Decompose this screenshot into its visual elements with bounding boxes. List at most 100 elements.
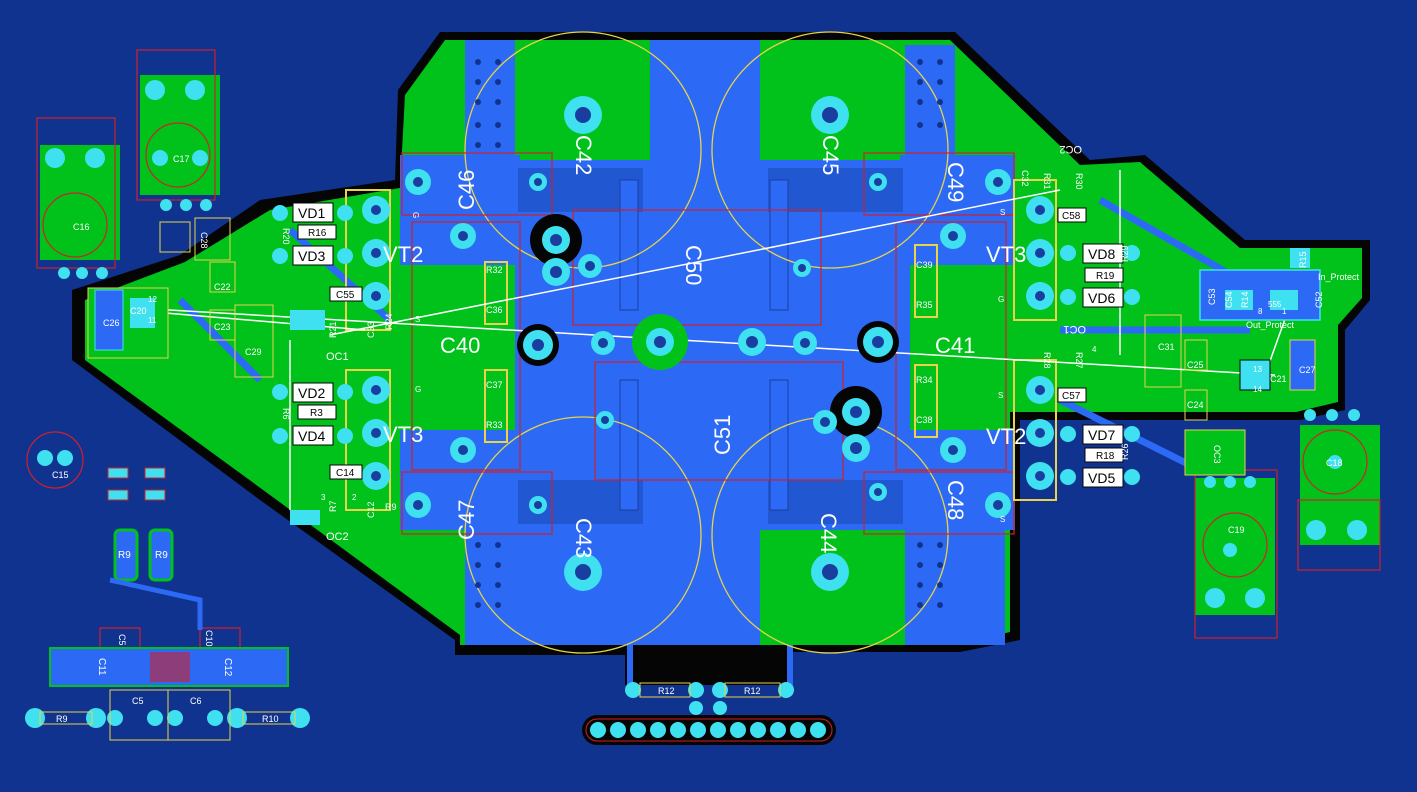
pin-n555: 555 — [1268, 300, 1282, 309]
pin-n13: 13 — [1253, 365, 1262, 374]
label-c31: C31 — [1158, 342, 1175, 352]
label-c50: C50 — [681, 245, 706, 285]
label-c23: C23 — [214, 322, 231, 332]
label-r10: R10 — [262, 714, 279, 724]
pin-labels: G S G S G S S 8 1 555 12 11 13 14 3 2 4 — [148, 208, 1287, 524]
label-c11: C11 — [96, 658, 107, 676]
label-r12-a: R12 — [658, 686, 675, 696]
large-pads — [405, 96, 1011, 591]
label-oc2-left: OC2 — [326, 531, 349, 543]
label-c12-b: C12 — [222, 658, 233, 677]
label-c20: C20 — [130, 306, 147, 316]
label-r35: R35 — [916, 300, 933, 310]
label-c19: C19 — [1228, 525, 1245, 535]
label-r20: R20 — [281, 228, 291, 245]
label-c43: C43 — [571, 518, 596, 558]
label-c18: C18 — [1326, 458, 1343, 468]
label-c29: C29 — [245, 347, 262, 357]
label-c17: C17 — [173, 154, 190, 164]
label-c52: C52 — [1314, 291, 1324, 308]
label-r21: R21 — [328, 321, 338, 338]
label-c22: C22 — [214, 282, 231, 292]
label-c25: C25 — [1187, 360, 1204, 370]
label-c47: C47 — [454, 500, 479, 540]
label-r12-b: R12 — [744, 686, 761, 696]
label-r33: R33 — [486, 420, 503, 430]
big-labels: C42 C45 C46 C49 C50 C51 C43 C44 C47 C48 … — [383, 135, 1026, 558]
pin-n8: 8 — [1258, 307, 1263, 316]
smd-section — [39, 467, 781, 741]
label-c24: C24 — [1187, 400, 1204, 410]
label-vd2: VD2 — [298, 385, 325, 401]
pin-s-2: S — [1000, 208, 1005, 217]
label-r15: R15 — [1298, 251, 1308, 268]
label-c45: C45 — [818, 135, 843, 175]
label-c28: C28 — [199, 232, 209, 249]
label-c48: C48 — [943, 480, 968, 520]
label-vd8: VD8 — [1088, 246, 1115, 262]
label-r7: R7 — [328, 500, 338, 512]
label-r6: R6 — [281, 408, 291, 420]
label-c39: C39 — [916, 260, 933, 270]
label-c54: C54 — [1224, 291, 1234, 308]
label-r3: R3 — [310, 408, 323, 419]
label-vd3: VD3 — [298, 248, 325, 264]
label-c15: C15 — [52, 470, 69, 480]
pin-n14: 14 — [1253, 385, 1262, 394]
label-c5-a: C5 — [117, 634, 127, 646]
label-c40: C40 — [440, 333, 480, 358]
label-c36: C36 — [486, 305, 503, 315]
label-c10: C10 — [204, 630, 214, 647]
label-c44: C44 — [816, 513, 841, 553]
label-r27: R27 — [1074, 352, 1084, 369]
pin-n3: 3 — [321, 493, 326, 502]
white-small-labels: R32 C36 C37 R33 C39 R35 R34 C38 OC1 OC2 … — [52, 143, 1360, 724]
label-c6: C6 — [190, 696, 202, 706]
label-r32: R32 — [486, 265, 503, 275]
label-c27: C27 — [1299, 365, 1316, 375]
pin-n1: 1 — [1282, 307, 1287, 316]
label-vd5: VD5 — [1088, 470, 1115, 486]
label-vt3-right: VT3 — [986, 242, 1026, 267]
label-r24: R24 — [384, 313, 394, 330]
pin-g-1: G — [411, 212, 420, 218]
label-vt3-left: VT3 — [383, 422, 423, 447]
label-c41: C41 — [935, 333, 975, 358]
label-boxes — [292, 202, 1124, 488]
label-r16: R16 — [308, 228, 327, 239]
label-vt2-right: VT2 — [986, 424, 1026, 449]
label-r26: R26 — [1120, 443, 1130, 460]
via-grids — [475, 59, 943, 608]
label-c42: C42 — [571, 135, 596, 175]
label-c5-b: C5 — [132, 696, 144, 706]
small-capacitor-outlines — [26, 122, 1368, 578]
label-c51: C51 — [710, 415, 735, 455]
label-r34: R34 — [916, 375, 933, 385]
label-r18: R18 — [1096, 451, 1115, 462]
small-box-labels: R16 R3 R19 R18 C55 C14 C58 C57 — [308, 211, 1115, 479]
label-vd6: VD6 — [1088, 290, 1115, 306]
label-c46: C46 — [454, 170, 479, 210]
label-c58: C58 — [1062, 211, 1081, 222]
header-connector — [582, 715, 836, 745]
label-r14: R14 — [1240, 291, 1250, 308]
label-in-protect: In_Protect — [1318, 272, 1360, 282]
label-vd4: VD4 — [298, 428, 325, 444]
label-r9-small: R9 — [385, 502, 397, 512]
label-r31: R31 — [1042, 173, 1052, 190]
label-oc1-left: OC1 — [326, 351, 349, 363]
pin-s-1: S — [415, 315, 420, 324]
label-c12: C12 — [366, 501, 376, 518]
label-r19: R19 — [1096, 271, 1115, 282]
label-r30: R30 — [1074, 173, 1084, 190]
diode-labels: VD1 VD3 VD2 VD4 VD8 VD6 VD7 VD5 — [298, 205, 1115, 486]
pin-n11: 11 — [148, 316, 157, 325]
small-pads — [25, 80, 1367, 728]
label-c16: C16 — [73, 222, 90, 232]
label-c38: C38 — [916, 415, 933, 425]
label-r9-b: R9 — [155, 550, 168, 561]
label-oc2-right: OC2 — [1059, 143, 1082, 155]
right-protection-section — [1184, 248, 1321, 476]
